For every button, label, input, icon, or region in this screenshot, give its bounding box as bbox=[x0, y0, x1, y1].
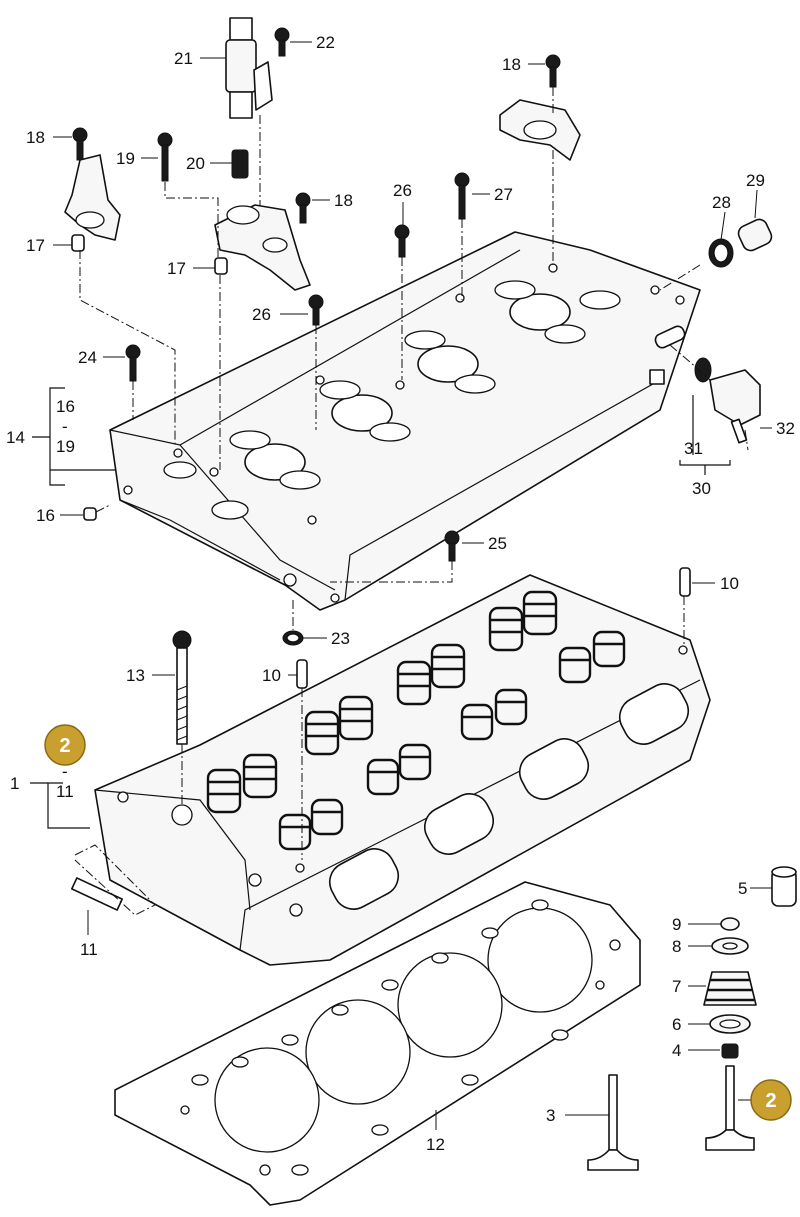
callout-1: 1 bbox=[10, 774, 19, 793]
head-gasket bbox=[114, 881, 641, 1206]
part-17-dowel-b bbox=[214, 257, 228, 275]
callout-labels: 21 22 20 18 19 18 18 17 17 26 27 28 29 2… bbox=[6, 33, 795, 1154]
callout-27: 27 bbox=[494, 185, 513, 204]
part-13-head-bolt bbox=[172, 630, 192, 745]
badge-number: 2 bbox=[765, 1090, 776, 1112]
part-27-bolt bbox=[454, 172, 470, 220]
callout-8: 8 bbox=[672, 937, 681, 956]
part-11-stud bbox=[71, 877, 123, 911]
group-brackets bbox=[30, 387, 731, 829]
callout-29: 29 bbox=[746, 171, 765, 190]
callout-10-a: 10 bbox=[720, 574, 739, 593]
badge-circle bbox=[44, 724, 86, 766]
callout-7: 7 bbox=[672, 977, 681, 996]
callout-17-b: 17 bbox=[167, 259, 186, 278]
part-6-spring-seat bbox=[709, 1014, 751, 1034]
part-18-bolt-a bbox=[72, 127, 88, 161]
badge-number: 2 bbox=[59, 735, 70, 757]
part-21-solenoid bbox=[225, 17, 273, 119]
callout-5: 5 bbox=[738, 879, 747, 898]
part-8-spring-retainer bbox=[711, 937, 749, 955]
callout-19-a: 19 bbox=[116, 149, 135, 168]
valve-springs bbox=[206, 590, 626, 851]
badge-2-right: 2 bbox=[750, 1079, 792, 1121]
callout-26-b: 26 bbox=[252, 305, 271, 324]
callout-20: 20 bbox=[186, 154, 205, 173]
part-2-valve bbox=[705, 1065, 755, 1151]
callout-30: 30 bbox=[692, 479, 711, 498]
part-24-bolt bbox=[125, 344, 141, 382]
callout-12: 12 bbox=[426, 1135, 445, 1154]
part-26-bolt-a bbox=[394, 224, 410, 258]
part-28-seal-ring bbox=[708, 238, 734, 268]
part-25-bolt bbox=[444, 530, 460, 562]
part-10-dowel-a bbox=[679, 567, 691, 597]
bearing-cap-right bbox=[499, 99, 581, 161]
part-18-bolt-c bbox=[295, 192, 311, 224]
part-5-bucket-tappet bbox=[771, 866, 797, 907]
part-18-bolt-b bbox=[545, 54, 561, 88]
part-7-valve-spring bbox=[703, 971, 757, 1006]
callout-21: 21 bbox=[174, 49, 193, 68]
part-17-dowel-a bbox=[71, 234, 85, 252]
callout-18-b: 18 bbox=[502, 55, 521, 74]
callout-6: 6 bbox=[672, 1015, 681, 1034]
callout-31: 31 bbox=[684, 439, 703, 458]
callout-9: 9 bbox=[672, 915, 681, 934]
callout-17-a: 17 bbox=[26, 236, 45, 255]
callout-19-b: 19 bbox=[56, 437, 75, 456]
callout-11-range: 11 bbox=[56, 782, 74, 801]
part-29-plug bbox=[737, 218, 773, 252]
badge-2-left: 2 bbox=[44, 724, 86, 766]
leader-lines bbox=[53, 41, 772, 1130]
part-26-bolt-b bbox=[308, 294, 324, 326]
part-23-o-ring bbox=[282, 630, 304, 646]
callout-range-dash: - bbox=[62, 762, 68, 781]
callout-14: 14 bbox=[6, 428, 25, 447]
badge-circle bbox=[750, 1079, 792, 1121]
bearing-cap-center bbox=[214, 204, 311, 291]
assembly-lines bbox=[74, 87, 749, 916]
callout-26-a: 26 bbox=[393, 181, 412, 200]
callout-11: 11 bbox=[80, 940, 98, 959]
part-32-sensor bbox=[709, 369, 761, 444]
part-19-bolt bbox=[157, 132, 173, 182]
part-22-bolt bbox=[274, 27, 290, 57]
callout-28: 28 bbox=[712, 193, 731, 212]
callout-13: 13 bbox=[126, 666, 145, 685]
part-9-valve-keeper bbox=[720, 917, 740, 931]
callout-24: 24 bbox=[78, 348, 97, 367]
callout-10-b: 10 bbox=[262, 666, 281, 685]
part-16-dowel bbox=[83, 507, 97, 521]
callout-18-c: 18 bbox=[334, 191, 353, 210]
part-4-stem-seal bbox=[721, 1043, 739, 1059]
callout-16-a: 16 bbox=[56, 397, 75, 416]
part-10-dowel-b bbox=[296, 659, 308, 689]
part-3-valve bbox=[587, 1074, 639, 1171]
camshaft-carrier bbox=[109, 231, 701, 611]
callout-3: 3 bbox=[546, 1106, 555, 1125]
cylinder-head bbox=[94, 574, 711, 966]
callout-14-dash: - bbox=[62, 417, 68, 436]
callout-22: 22 bbox=[316, 33, 335, 52]
part-20-fitting bbox=[231, 149, 249, 179]
callout-18-a: 18 bbox=[26, 128, 45, 147]
callout-32: 32 bbox=[776, 419, 795, 438]
callout-4: 4 bbox=[672, 1041, 681, 1060]
part-31-seal bbox=[694, 357, 712, 383]
bearing-cap-left bbox=[64, 154, 121, 241]
callout-16-b: 16 bbox=[36, 506, 55, 525]
callout-23: 23 bbox=[331, 629, 350, 648]
callout-25: 25 bbox=[488, 534, 507, 553]
